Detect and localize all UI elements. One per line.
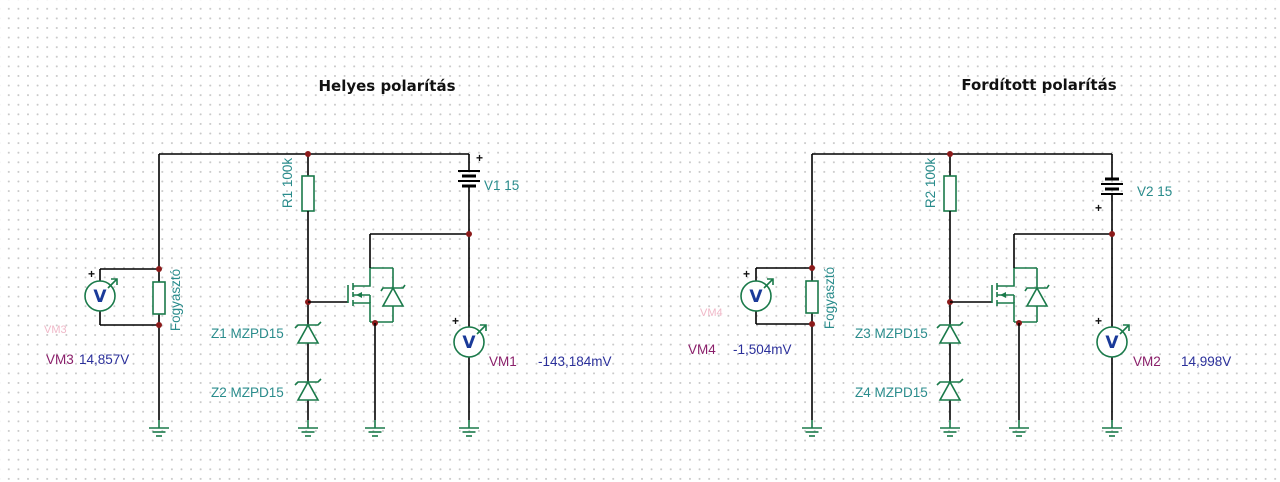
circuit-left: Helyes polarítás Fogyasztó V + VM3 VM3 1… — [44, 77, 612, 437]
meter-name: VM1 — [489, 354, 517, 369]
zener-diode — [294, 321, 322, 344]
voltmeter-right: V — [1096, 324, 1130, 358]
mosfet — [991, 267, 1050, 323]
load-resistor — [152, 281, 166, 315]
circuit-title: Fordított polarítás — [961, 76, 1116, 94]
mosfet — [347, 267, 406, 323]
resistor — [943, 175, 957, 212]
svg-text:+: + — [476, 151, 483, 165]
svg-text:V: V — [749, 287, 763, 307]
zener-label: Z3 MZPD15 — [855, 326, 928, 341]
svg-text:+: + — [743, 267, 750, 281]
meter-reading: -143,184mV — [538, 354, 612, 369]
load-label: Fogyasztó — [822, 267, 837, 329]
meter-faint-label: VM4 — [700, 307, 723, 319]
meter-reading: 14,998V — [1181, 354, 1231, 369]
meter-name: VM3 — [46, 352, 74, 367]
svg-text:V: V — [462, 333, 476, 353]
load-resistor — [805, 280, 819, 314]
voltmeter-left: V — [84, 278, 118, 312]
meter-faint-label: VM3 — [44, 324, 67, 336]
meter-reading: -1,504mV — [733, 342, 792, 357]
battery-label: V2 15 — [1137, 184, 1172, 199]
svg-text:V: V — [1105, 333, 1119, 353]
zener-diode — [294, 378, 322, 401]
zener-label: Z4 MZPD15 — [855, 385, 928, 400]
circuit-title: Helyes polarítás — [318, 77, 455, 95]
zener-label: Z1 MZPD15 — [211, 326, 284, 341]
plus-sign: + — [88, 267, 95, 281]
voltmeter-left: V — [740, 278, 774, 312]
svg-text:+: + — [1095, 201, 1102, 215]
resistor-label: R2 100k — [923, 158, 938, 209]
resistor-label: R1 100k — [280, 158, 295, 209]
ground-symbol — [148, 427, 170, 437]
zener-label: Z2 MZPD15 — [211, 385, 284, 400]
zener-diode — [936, 378, 964, 401]
circuit-right: Fordított polarítás Fogyasztó V + VM4 VM… — [688, 76, 1231, 437]
svg-text:V: V — [93, 287, 107, 307]
svg-text:+: + — [1095, 314, 1102, 328]
voltmeter-right: V — [453, 324, 487, 358]
meter-name: VM4 — [688, 342, 716, 357]
meter-reading: 14,857V — [79, 352, 129, 367]
battery — [458, 170, 480, 188]
svg-text:+: + — [452, 314, 459, 328]
load-label: Fogyasztó — [168, 269, 183, 331]
meter-name: VM2 — [1133, 354, 1161, 369]
zener-diode — [936, 321, 964, 344]
resistor — [301, 175, 315, 212]
battery — [1101, 177, 1123, 195]
battery-label: V1 15 — [484, 178, 519, 193]
